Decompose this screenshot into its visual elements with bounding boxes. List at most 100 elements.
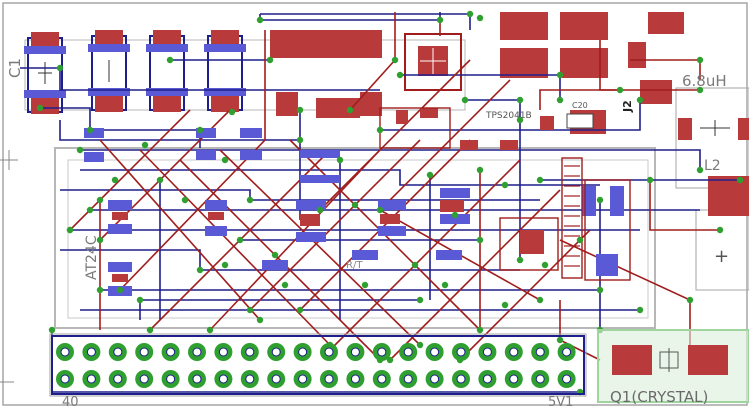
crystal-footprint <box>597 329 749 403</box>
via <box>426 171 434 179</box>
header-pin-hole <box>482 347 492 357</box>
label-plus: + <box>714 246 729 267</box>
via <box>336 156 344 164</box>
via <box>351 201 359 209</box>
via <box>66 226 74 234</box>
header-pin-hole <box>535 347 545 357</box>
label-ic: R/T <box>346 260 363 271</box>
silkscreen-labels: C1 6.8uH J2 L2 TPS2041B C20 AT24C R/T 40… <box>6 58 729 410</box>
label-j2: J2 <box>621 100 634 113</box>
header-pin-hole <box>139 374 149 384</box>
via <box>736 176 744 184</box>
header-pin-hole <box>377 347 387 357</box>
via <box>256 316 264 324</box>
via <box>246 306 254 314</box>
label-inductor: 6.8uH <box>682 72 727 90</box>
via <box>466 10 474 18</box>
via <box>576 236 584 244</box>
via <box>256 16 264 24</box>
via <box>596 196 604 204</box>
via <box>221 261 229 269</box>
header-pin-hole <box>271 347 281 357</box>
via <box>116 286 124 294</box>
via <box>476 166 484 174</box>
header-pin-hole <box>430 347 440 357</box>
via <box>416 296 424 304</box>
header-pin-hole <box>535 374 545 384</box>
label-tps: TPS2041B <box>485 111 532 121</box>
via <box>36 104 44 112</box>
via <box>396 71 404 79</box>
via <box>228 108 236 116</box>
via <box>296 106 304 114</box>
via <box>501 181 509 189</box>
via <box>96 196 104 204</box>
via <box>76 146 84 154</box>
pin-header <box>49 333 587 397</box>
label-crystal: Q1(CRYSTAL) <box>610 388 708 406</box>
via <box>136 296 144 304</box>
via <box>96 236 104 244</box>
capacitor-footprints <box>24 30 246 114</box>
header-pin-hole <box>298 374 308 384</box>
via <box>296 136 304 144</box>
header-pin-hole <box>324 374 334 384</box>
via <box>646 176 654 184</box>
header-pin-hole <box>562 374 572 384</box>
header-pin-hole <box>271 374 281 384</box>
via <box>686 296 694 304</box>
via <box>181 196 189 204</box>
header-pin-hole <box>350 347 360 357</box>
header-pin-hole <box>509 347 519 357</box>
via <box>536 176 544 184</box>
header-pin-hole <box>509 374 519 384</box>
via <box>516 96 524 104</box>
inductor-symbol <box>700 120 730 136</box>
via <box>696 56 704 64</box>
via <box>536 296 544 304</box>
power-pads <box>270 12 749 375</box>
via <box>476 236 484 244</box>
via <box>411 261 419 269</box>
via <box>386 356 394 364</box>
via <box>111 176 119 184</box>
header-pin-hole <box>245 374 255 384</box>
header-pin-hole <box>86 374 96 384</box>
via <box>441 281 449 289</box>
via <box>196 266 204 274</box>
header-pin-hole <box>403 347 413 357</box>
via <box>636 306 644 314</box>
module-inner-outline <box>67 159 649 319</box>
via <box>266 56 274 64</box>
via <box>56 64 64 72</box>
via <box>516 116 524 124</box>
header-pin-hole <box>403 374 413 384</box>
via <box>476 14 484 22</box>
label-c20: C20 <box>572 101 588 110</box>
header-pin-hole <box>324 347 334 357</box>
header-pin-hole <box>377 374 387 384</box>
via <box>501 301 509 309</box>
header-pin-hole <box>456 347 466 357</box>
via <box>461 96 469 104</box>
via <box>271 251 279 259</box>
qfn-chip <box>404 33 462 91</box>
via <box>556 336 564 344</box>
via <box>146 326 154 334</box>
header-pin-hole <box>456 374 466 384</box>
via <box>436 16 444 24</box>
via <box>556 96 564 104</box>
header-pin-hole <box>245 347 255 357</box>
via <box>541 261 549 269</box>
via <box>221 156 229 164</box>
header-pin-hole <box>298 347 308 357</box>
label-pin40: 40 <box>62 395 79 406</box>
header-pin-hole <box>139 347 149 357</box>
header-pin-hole <box>113 374 123 384</box>
via <box>206 326 214 334</box>
header-pin-hole <box>350 374 360 384</box>
via <box>616 86 624 94</box>
via <box>196 126 204 134</box>
